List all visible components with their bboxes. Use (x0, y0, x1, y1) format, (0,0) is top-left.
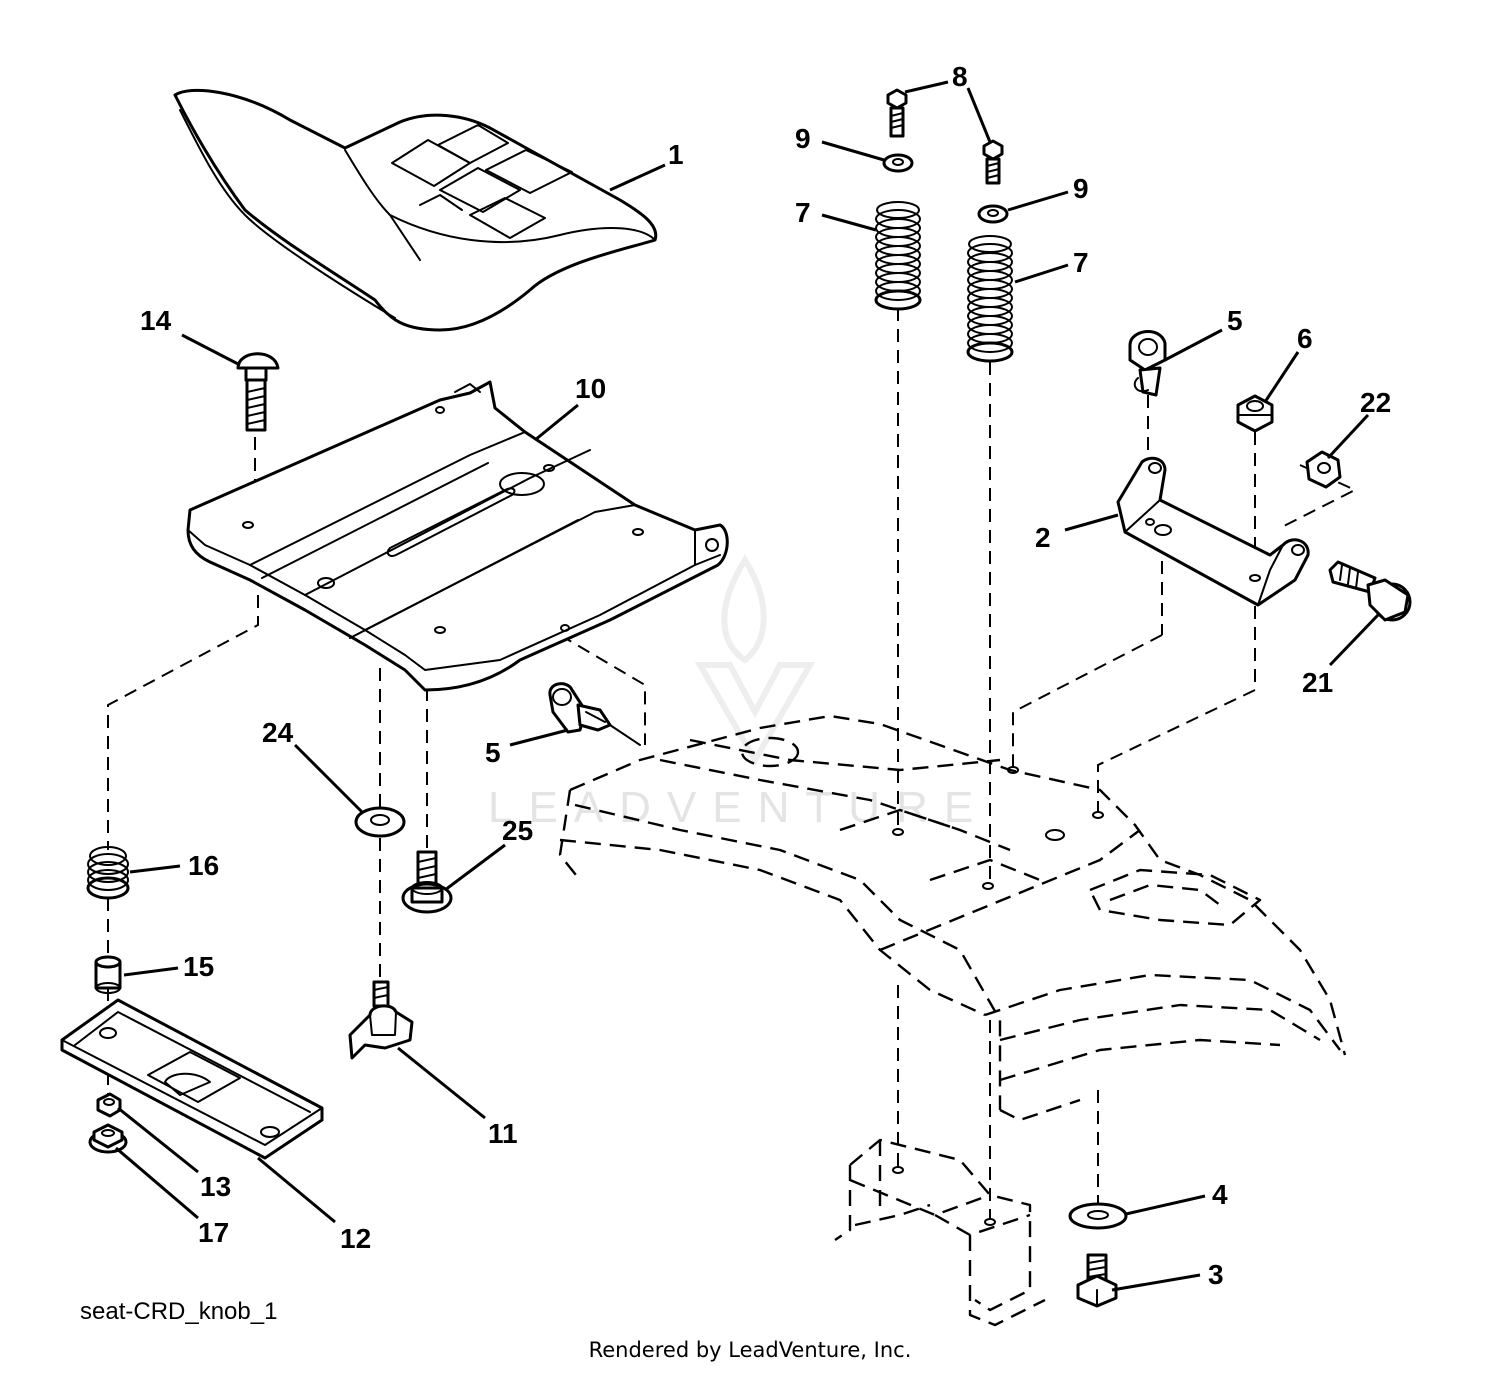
callout-4: 4 (1212, 1179, 1228, 1210)
watermark-text: LEADVENTURE (488, 783, 989, 832)
flange-nut-part-17 (88, 1123, 128, 1154)
callout-17: 17 (198, 1217, 229, 1248)
washer-part-9-right (977, 204, 1009, 224)
wire-clip-part-5-upper (1128, 329, 1167, 397)
callout-8: 8 (952, 61, 968, 92)
nut-part-22 (1305, 450, 1342, 489)
mounting-bracket-part-12 (60, 998, 324, 1160)
callout-25: 25 (502, 815, 533, 846)
callout-6: 6 (1297, 323, 1313, 354)
callout-16: 16 (188, 850, 219, 881)
callout-12: 12 (340, 1223, 371, 1254)
shoulder-bolt-part-21 (1328, 560, 1412, 622)
bracket-part-2 (1116, 456, 1310, 607)
callout-14: 14 (140, 305, 172, 336)
callout-21: 21 (1302, 667, 1333, 698)
fender-phantom (558, 714, 1347, 1122)
callouts: 1 14 10 8 9 9 7 7 5 6 22 2 21 5 24 25 16… (140, 61, 1391, 1290)
washer-part-9-left (882, 153, 914, 173)
washer-part-4 (1068, 1202, 1128, 1230)
callout-13: 13 (200, 1171, 231, 1202)
spring-part-7-right (966, 235, 1014, 363)
callout-24: 24 (262, 717, 294, 748)
watermark-logo (694, 554, 816, 766)
callout-9-left: 9 (795, 123, 811, 154)
spring-part-7-left (874, 201, 922, 311)
callout-15: 15 (183, 951, 214, 982)
diagram-caption: seat-CRD_knob_1 (80, 1298, 278, 1325)
washer-part-24 (354, 806, 406, 838)
assembly-lines (107, 308, 1358, 1220)
spacer-part-15 (94, 955, 122, 994)
carriage-bolt-part-14 (236, 352, 280, 432)
nut-part-13 (96, 1092, 122, 1118)
callout-11: 11 (488, 1118, 518, 1149)
callout-5-upper: 5 (1227, 305, 1243, 336)
wire-clip-part-5-lower (548, 682, 641, 746)
callout-10: 10 (575, 373, 606, 404)
callout-7-right: 7 (1073, 247, 1089, 278)
callout-5-lower: 5 (485, 737, 501, 768)
bolt-part-8-left (886, 88, 908, 138)
callout-3: 3 (1208, 1259, 1224, 1290)
callout-1: 1 (668, 139, 684, 170)
lock-nut-part-6 (1236, 394, 1274, 433)
callout-2: 2 (1035, 522, 1051, 553)
seat-part-1 (173, 88, 658, 332)
callout-7-left: 7 (795, 197, 811, 228)
shoulder-bolt-part-25 (401, 850, 453, 914)
bolt-part-8-right (982, 139, 1004, 185)
lower-bracket-phantom (834, 1138, 1046, 1327)
leader-lines (115, 80, 1380, 1292)
knob-part-11 (348, 980, 414, 1060)
callout-9-right: 9 (1073, 173, 1089, 204)
spring-part-16 (86, 846, 130, 900)
footer-credit: Rendered by LeadVenture, Inc. (588, 1338, 912, 1362)
seat-pan-part-10 (186, 380, 729, 692)
callout-22: 22 (1360, 387, 1391, 418)
hex-bolt-part-3 (1076, 1253, 1118, 1308)
